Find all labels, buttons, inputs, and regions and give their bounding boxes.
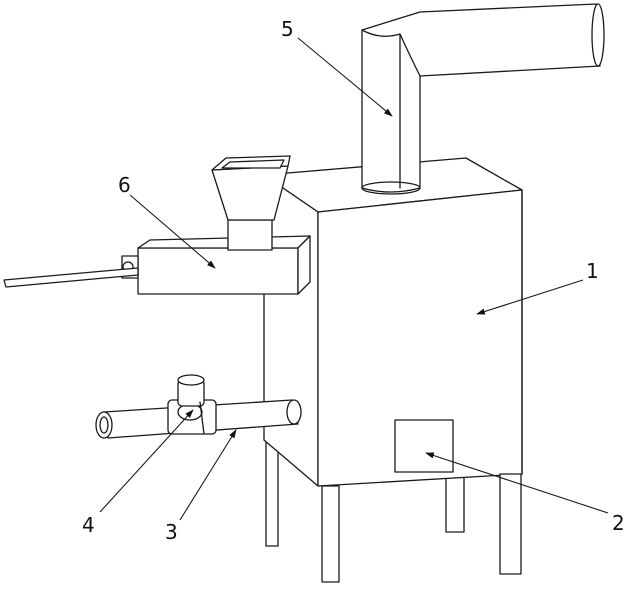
feeder [3, 155, 311, 295]
callout-6: 6 [118, 173, 131, 197]
callout-4: 4 [82, 513, 95, 537]
chimney [361, 3, 605, 195]
callout-1: 1 [586, 259, 599, 283]
access-door [394, 419, 454, 473]
callout-2: 2 [612, 511, 625, 535]
back-legs [265, 439, 465, 547]
leader-lines [99, 37, 609, 521]
callout-3: 3 [165, 520, 178, 544]
front-legs [321, 473, 522, 583]
main-housing [263, 157, 523, 487]
callout-5: 5 [281, 17, 294, 41]
